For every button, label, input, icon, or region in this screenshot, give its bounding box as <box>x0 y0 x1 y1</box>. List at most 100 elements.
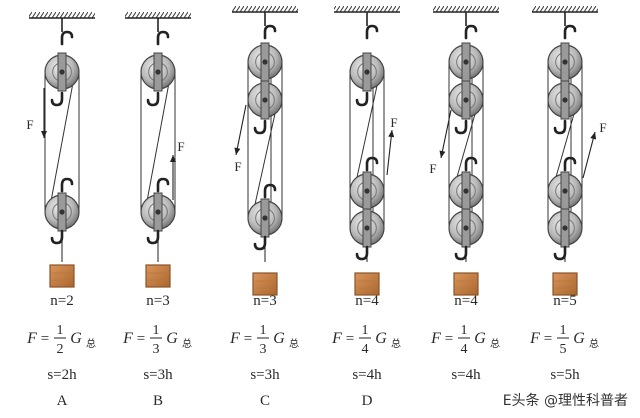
watermark-prefix: E头条 <box>502 393 540 409</box>
pull-force: F <box>26 88 47 138</box>
hook <box>355 245 369 261</box>
force-arrow-head <box>234 147 241 155</box>
formula-lhs: F <box>122 330 133 347</box>
pull-force: F <box>582 120 607 179</box>
system-label: C <box>260 393 270 409</box>
formula-denominator: 2 <box>57 342 64 357</box>
hook <box>365 156 379 172</box>
pulley-wheel <box>547 208 583 248</box>
pulley-axle <box>155 69 161 75</box>
formula-subscript: 总 <box>490 337 500 350</box>
formula-lhs: F <box>430 330 441 347</box>
system-label: D <box>362 393 373 409</box>
n-label: n=4 <box>355 293 379 309</box>
pulley-axle <box>364 69 370 75</box>
pulley-axle <box>262 215 268 221</box>
hook <box>156 177 170 193</box>
pulley-wheel <box>349 208 385 248</box>
hook <box>563 24 577 40</box>
n-label: n=3 <box>146 293 169 309</box>
formula-g: G <box>166 330 178 347</box>
pulley-axle <box>463 97 469 103</box>
force-arrow-line <box>582 131 596 179</box>
formula-lhs: F <box>229 330 240 347</box>
formula-denominator: 5 <box>560 342 567 357</box>
pulley-wheel <box>448 171 484 211</box>
formula-numerator: 1 <box>57 323 64 338</box>
system-label: B <box>153 393 163 409</box>
force-arrow-head <box>170 155 176 162</box>
pulley-wheel <box>44 192 80 232</box>
pulley-axle <box>262 59 268 65</box>
weight-block <box>252 272 278 296</box>
force-label: F <box>599 120 606 135</box>
force-arrow-head <box>590 132 597 140</box>
s-label: s=5h <box>550 367 580 383</box>
rope-strand <box>144 71 172 213</box>
pulley-axle <box>562 225 568 231</box>
weight-block <box>49 264 75 288</box>
hook <box>464 24 478 40</box>
s-label: s=3h <box>250 367 280 383</box>
force-label: F <box>390 115 397 130</box>
system-label: A <box>57 393 68 409</box>
pulley-axle <box>562 59 568 65</box>
weight-block <box>552 272 578 296</box>
formula-subscript: 总 <box>289 337 299 350</box>
hook <box>50 91 64 107</box>
pulley-wheel <box>44 52 80 92</box>
hook <box>60 30 74 46</box>
formula-equals: = <box>445 331 453 347</box>
weight-block <box>145 264 171 288</box>
hook <box>253 119 267 135</box>
pull-force: F <box>386 115 398 176</box>
n-label: n=2 <box>50 293 73 309</box>
pulley-axle <box>562 188 568 194</box>
weight-block <box>354 272 380 296</box>
formula-denominator: 3 <box>260 342 267 357</box>
pulley-wheel <box>448 80 484 120</box>
formula-equals: = <box>41 331 49 347</box>
rope-strand <box>251 99 279 219</box>
pulley-axle <box>59 209 65 215</box>
ceiling-hatch <box>232 6 298 12</box>
hook <box>365 24 379 40</box>
hook <box>146 229 160 245</box>
formula-denominator: 4 <box>461 342 468 357</box>
force-arrow-line <box>386 129 393 176</box>
hook <box>553 245 567 261</box>
force-label: F <box>429 161 436 176</box>
formula-g: G <box>474 330 486 347</box>
hook <box>263 183 277 199</box>
formula-lhs: F <box>529 330 540 347</box>
formula-numerator: 1 <box>362 323 369 338</box>
hook <box>263 24 277 40</box>
formula-numerator: 1 <box>461 323 468 338</box>
formula-numerator: 1 <box>153 323 160 338</box>
pulley-wheel <box>247 80 283 120</box>
formula-lhs: F <box>331 330 342 347</box>
ceiling-hatch <box>433 6 499 12</box>
formula-denominator: 3 <box>153 342 160 357</box>
formula-subscript: 总 <box>86 337 96 350</box>
pulley-axle <box>463 59 469 65</box>
formula-lhs: F <box>26 330 37 347</box>
force-arrow-line <box>440 109 452 159</box>
pulley-wheel <box>547 171 583 211</box>
pulley-wheel <box>140 192 176 232</box>
hook <box>454 119 468 135</box>
pulley-wheel <box>547 42 583 82</box>
s-label: s=4h <box>352 367 382 383</box>
weight-block <box>453 272 479 296</box>
pulley-wheel <box>547 80 583 120</box>
pulley-wheel <box>247 42 283 82</box>
pulley-axle <box>364 225 370 231</box>
force-label: F <box>177 139 184 154</box>
